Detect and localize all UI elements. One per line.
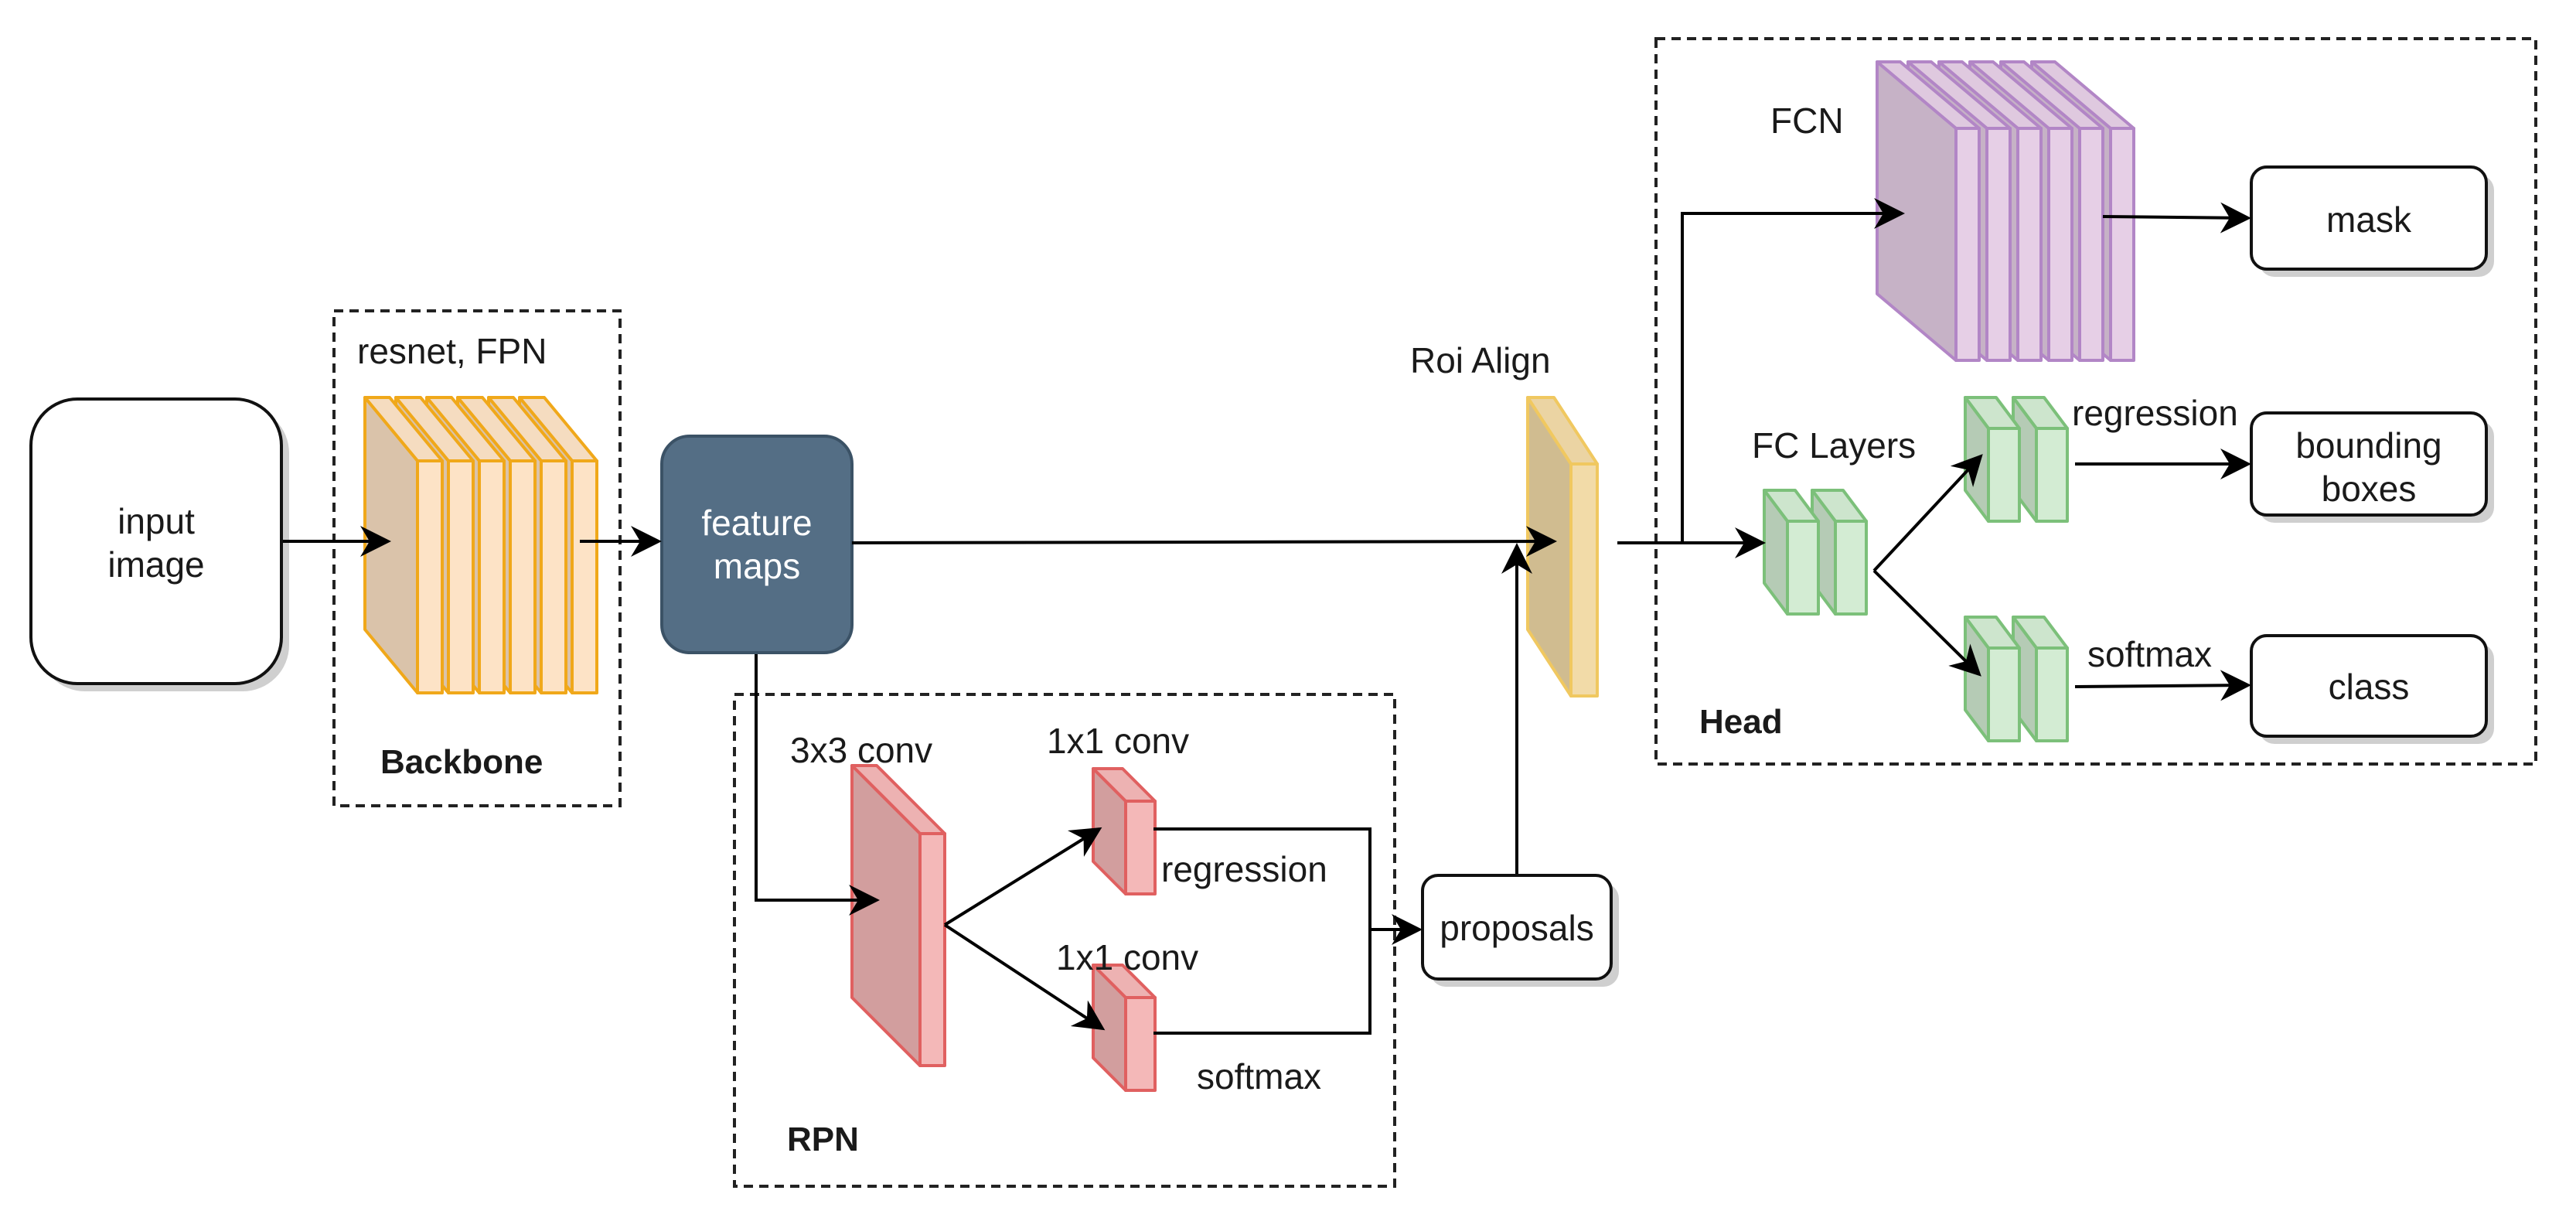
edge-softmax-to-class [2074, 670, 2251, 701]
input-image-label-line1: input [118, 501, 195, 541]
rpn-conv1x1-b-layer-1-front-face [1124, 996, 1157, 1092]
backbone-stack-layer-4-front-face [509, 459, 537, 694]
rpn-conv1x1-a-layer-1-front-face [1124, 800, 1157, 895]
backbone-stack-layer-5-front-face [540, 459, 567, 694]
head-title: Head [1699, 703, 1783, 741]
mask-node: mask [2250, 165, 2494, 277]
backbone-stack-layer-3-front-face [478, 459, 506, 694]
fc-reg-layer-2-front-face [2035, 427, 2069, 523]
input-image-node: input image [29, 397, 289, 691]
edges [283, 198, 2251, 1035]
backbone-stack-layer-2-front-face [447, 459, 475, 694]
backbone-layer-stack [363, 396, 598, 694]
edge-conv3x3-to-softmax [943, 923, 1106, 1031]
class-node: class [2250, 634, 2494, 744]
bounding-boxes-label-line2: boxes [2322, 469, 2417, 509]
rpn-conv3x3-layer [850, 764, 946, 1067]
rpn-softmax-label: softmax [1197, 1056, 1321, 1097]
fc-main-layer-1-front-face [1786, 520, 1820, 616]
backbone-caption: resnet, FPN [357, 331, 547, 371]
feature-maps-label-line1: feature [701, 503, 812, 543]
fcn-stack-layer-3-front-face [2016, 127, 2043, 362]
backbone-stack-layer-6-front-face [571, 459, 598, 694]
roi-align-layer [1526, 396, 1599, 698]
fc-cls-layer-1-front-face [1987, 646, 2021, 742]
bounding-boxes-node: bounding boxes [2250, 411, 2494, 523]
fc-cls-layer-2-front-face [2035, 646, 2069, 742]
rpn-title: RPN [787, 1121, 859, 1158]
head-regression-fc-block [1964, 396, 2069, 523]
input-image-label-line2: image [107, 544, 204, 585]
fc-layers-label: FC Layers [1752, 425, 1916, 466]
fc-main-layer-2-front-face [1834, 520, 1868, 616]
head-softmax-fc-block [1964, 616, 2069, 742]
rpn-conv3x3-label: 3x3 conv [790, 730, 932, 770]
backbone-stack-layer-1-front-face [416, 459, 444, 694]
edge-feature-maps-to-roi-align [851, 526, 1557, 558]
edge-roi-align-to-fcn [1681, 198, 1905, 543]
head-regression-label: regression [2072, 393, 2238, 433]
backbone-title: Backbone [380, 743, 543, 781]
fcn-stack-layer-5-front-face [2078, 127, 2104, 362]
feature-maps-label-line2: maps [714, 546, 800, 586]
head-group: Head [1654, 37, 2537, 766]
rpn-conv1x1-softmax-layer [1092, 964, 1157, 1092]
fc-reg-layer-1-front-face [1987, 427, 2021, 523]
mask-label: mask [2326, 200, 2412, 240]
edge-conv3x3-to-regression [943, 827, 1102, 926]
head-softmax-label: softmax [2087, 634, 2212, 674]
rpn-conv1x1-regression-layer [1092, 767, 1157, 895]
fcn-stack-layer-6-front-face [2109, 127, 2135, 362]
rpn-conv1x1-a-label: 1x1 conv [1047, 721, 1189, 761]
roi-align-label: Roi Align [1410, 340, 1551, 380]
rpn-conv1x1-b-label: 1x1 conv [1056, 937, 1198, 977]
backbone-group: resnet, FPN Backbone [332, 309, 622, 807]
bounding-boxes-label-line1: bounding [2295, 425, 2441, 466]
fcn-stack-layer-1-front-face [1954, 127, 1981, 362]
fcn-layer-stack [1876, 60, 2135, 362]
fcn-label: FCN [1770, 101, 1844, 141]
proposals-node: proposals [1421, 874, 1619, 987]
edge-fc-to-regression [1872, 454, 1983, 572]
fc-layers-block [1763, 489, 1868, 616]
edge-fc-to-softmax [1872, 569, 1981, 677]
proposals-label: proposals [1440, 908, 1593, 948]
rpn-regression-label: regression [1161, 849, 1327, 889]
edge-fcn-to-mask [2102, 202, 2251, 234]
fcn-stack-layer-2-front-face [1985, 127, 2012, 362]
roi-align-layer-1-front-face [1569, 462, 1599, 698]
edge-feature-maps-to-rpn [755, 654, 880, 916]
rpn-conv3x3-layer-1-front-face [918, 832, 946, 1067]
fcn-stack-layer-4-front-face [2047, 127, 2073, 362]
class-label: class [2329, 667, 2410, 707]
feature-maps-node: feature maps [660, 435, 854, 654]
